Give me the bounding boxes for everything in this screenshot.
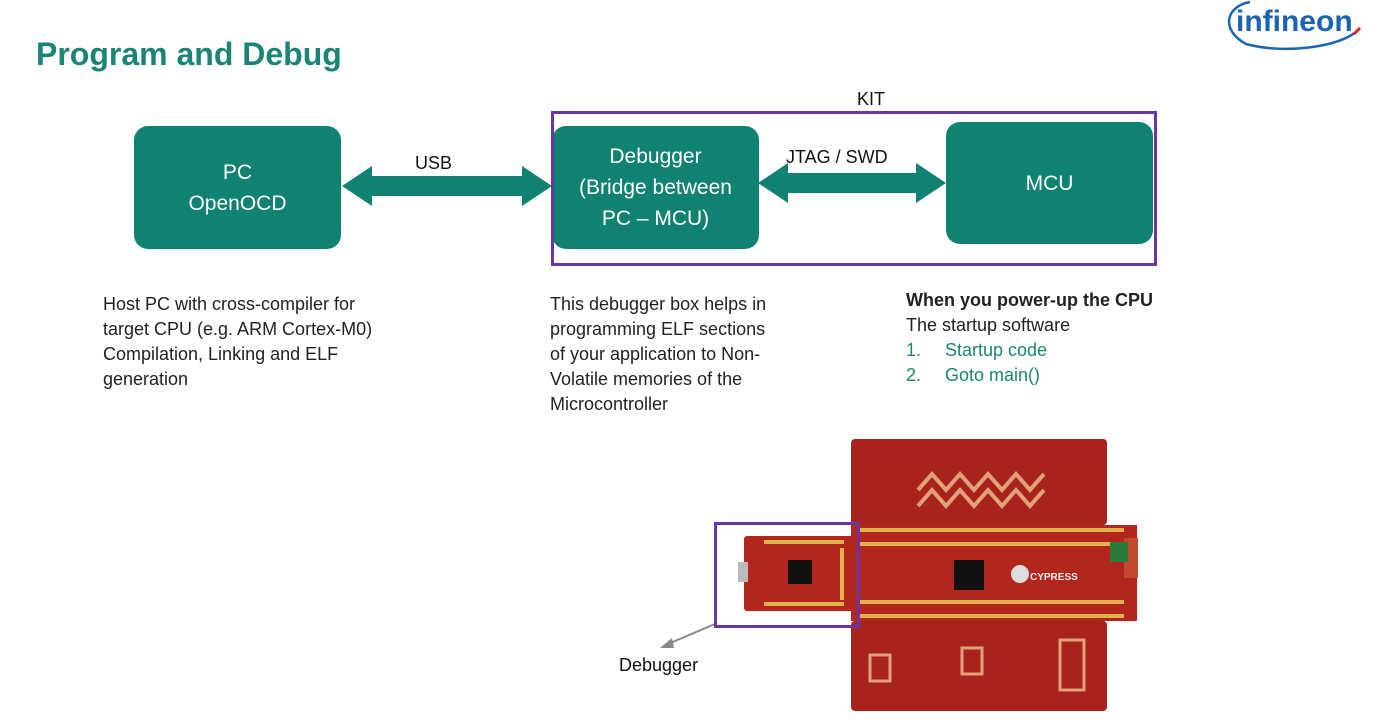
power-up-intro: The startup software xyxy=(906,315,1071,335)
mcu-box-label: MCU xyxy=(1025,171,1074,195)
power-up-description: When you power-up the CPU The startup so… xyxy=(906,288,1153,338)
debugger-description: This debugger box helps in programming E… xyxy=(550,292,766,417)
pc-box-line2: OpenOCD xyxy=(188,191,287,215)
pc-openocd-box: PC OpenOCD xyxy=(134,126,341,249)
debugger-highlight-frame xyxy=(714,522,860,628)
kit-label: KIT xyxy=(857,89,886,109)
list-item: 2. Goto main() xyxy=(906,363,1047,388)
pc-box-line1: PC xyxy=(222,160,253,184)
debugger-desc-line: This debugger box helps in xyxy=(550,294,767,314)
infineon-logo: infineon xyxy=(1222,0,1362,51)
debugger-box-line2: (Bridge between xyxy=(579,176,732,199)
power-up-heading: When you power-up the CPU xyxy=(906,290,1153,310)
host-desc-line: Host PC with cross-compiler for xyxy=(103,294,356,314)
debugger-desc-line: Microcontroller xyxy=(550,394,669,414)
usb-label: USB xyxy=(415,153,453,173)
debugger-box-line3: PC – MCU) xyxy=(601,207,710,230)
host-pc-description: Host PC with cross-compiler for target C… xyxy=(103,292,372,392)
step-text: Goto main() xyxy=(945,365,1041,385)
jtag-swd-label: JTAG / SWD xyxy=(786,147,888,167)
kit-board-photo: CYPRESS xyxy=(700,430,1150,725)
host-desc-line: Compilation, Linking and ELF xyxy=(103,344,339,364)
debugger-pointer-arrowhead xyxy=(660,638,674,648)
mcu-box: MCU xyxy=(946,122,1153,244)
debugger-box-line1: Debugger xyxy=(609,145,702,168)
debugger-desc-line: programming ELF sections xyxy=(550,319,766,339)
startup-steps-list: 1. Startup code 2. Goto main() xyxy=(906,338,1047,388)
step-text: Startup code xyxy=(945,340,1048,360)
host-desc-line: generation xyxy=(103,369,189,389)
debugger-desc-line: Volatile memories of the xyxy=(550,369,743,389)
step-number: 1. xyxy=(906,340,922,360)
cypress-logo-text: CYPRESS xyxy=(1030,572,1078,583)
step-number: 2. xyxy=(906,365,922,385)
logo-text: infineon xyxy=(1236,5,1353,38)
host-desc-line: target CPU (e.g. ARM Cortex-M0) xyxy=(103,319,373,339)
list-item: 1. Startup code xyxy=(906,338,1047,363)
kit-frame xyxy=(551,111,1157,266)
debugger-box: Debugger (Bridge between PC – MCU) xyxy=(552,126,759,249)
debugger-photo-label: Debugger xyxy=(619,655,699,675)
page-title: Program and Debug xyxy=(36,36,342,72)
debugger-desc-line: of your application to Non- xyxy=(550,344,761,364)
